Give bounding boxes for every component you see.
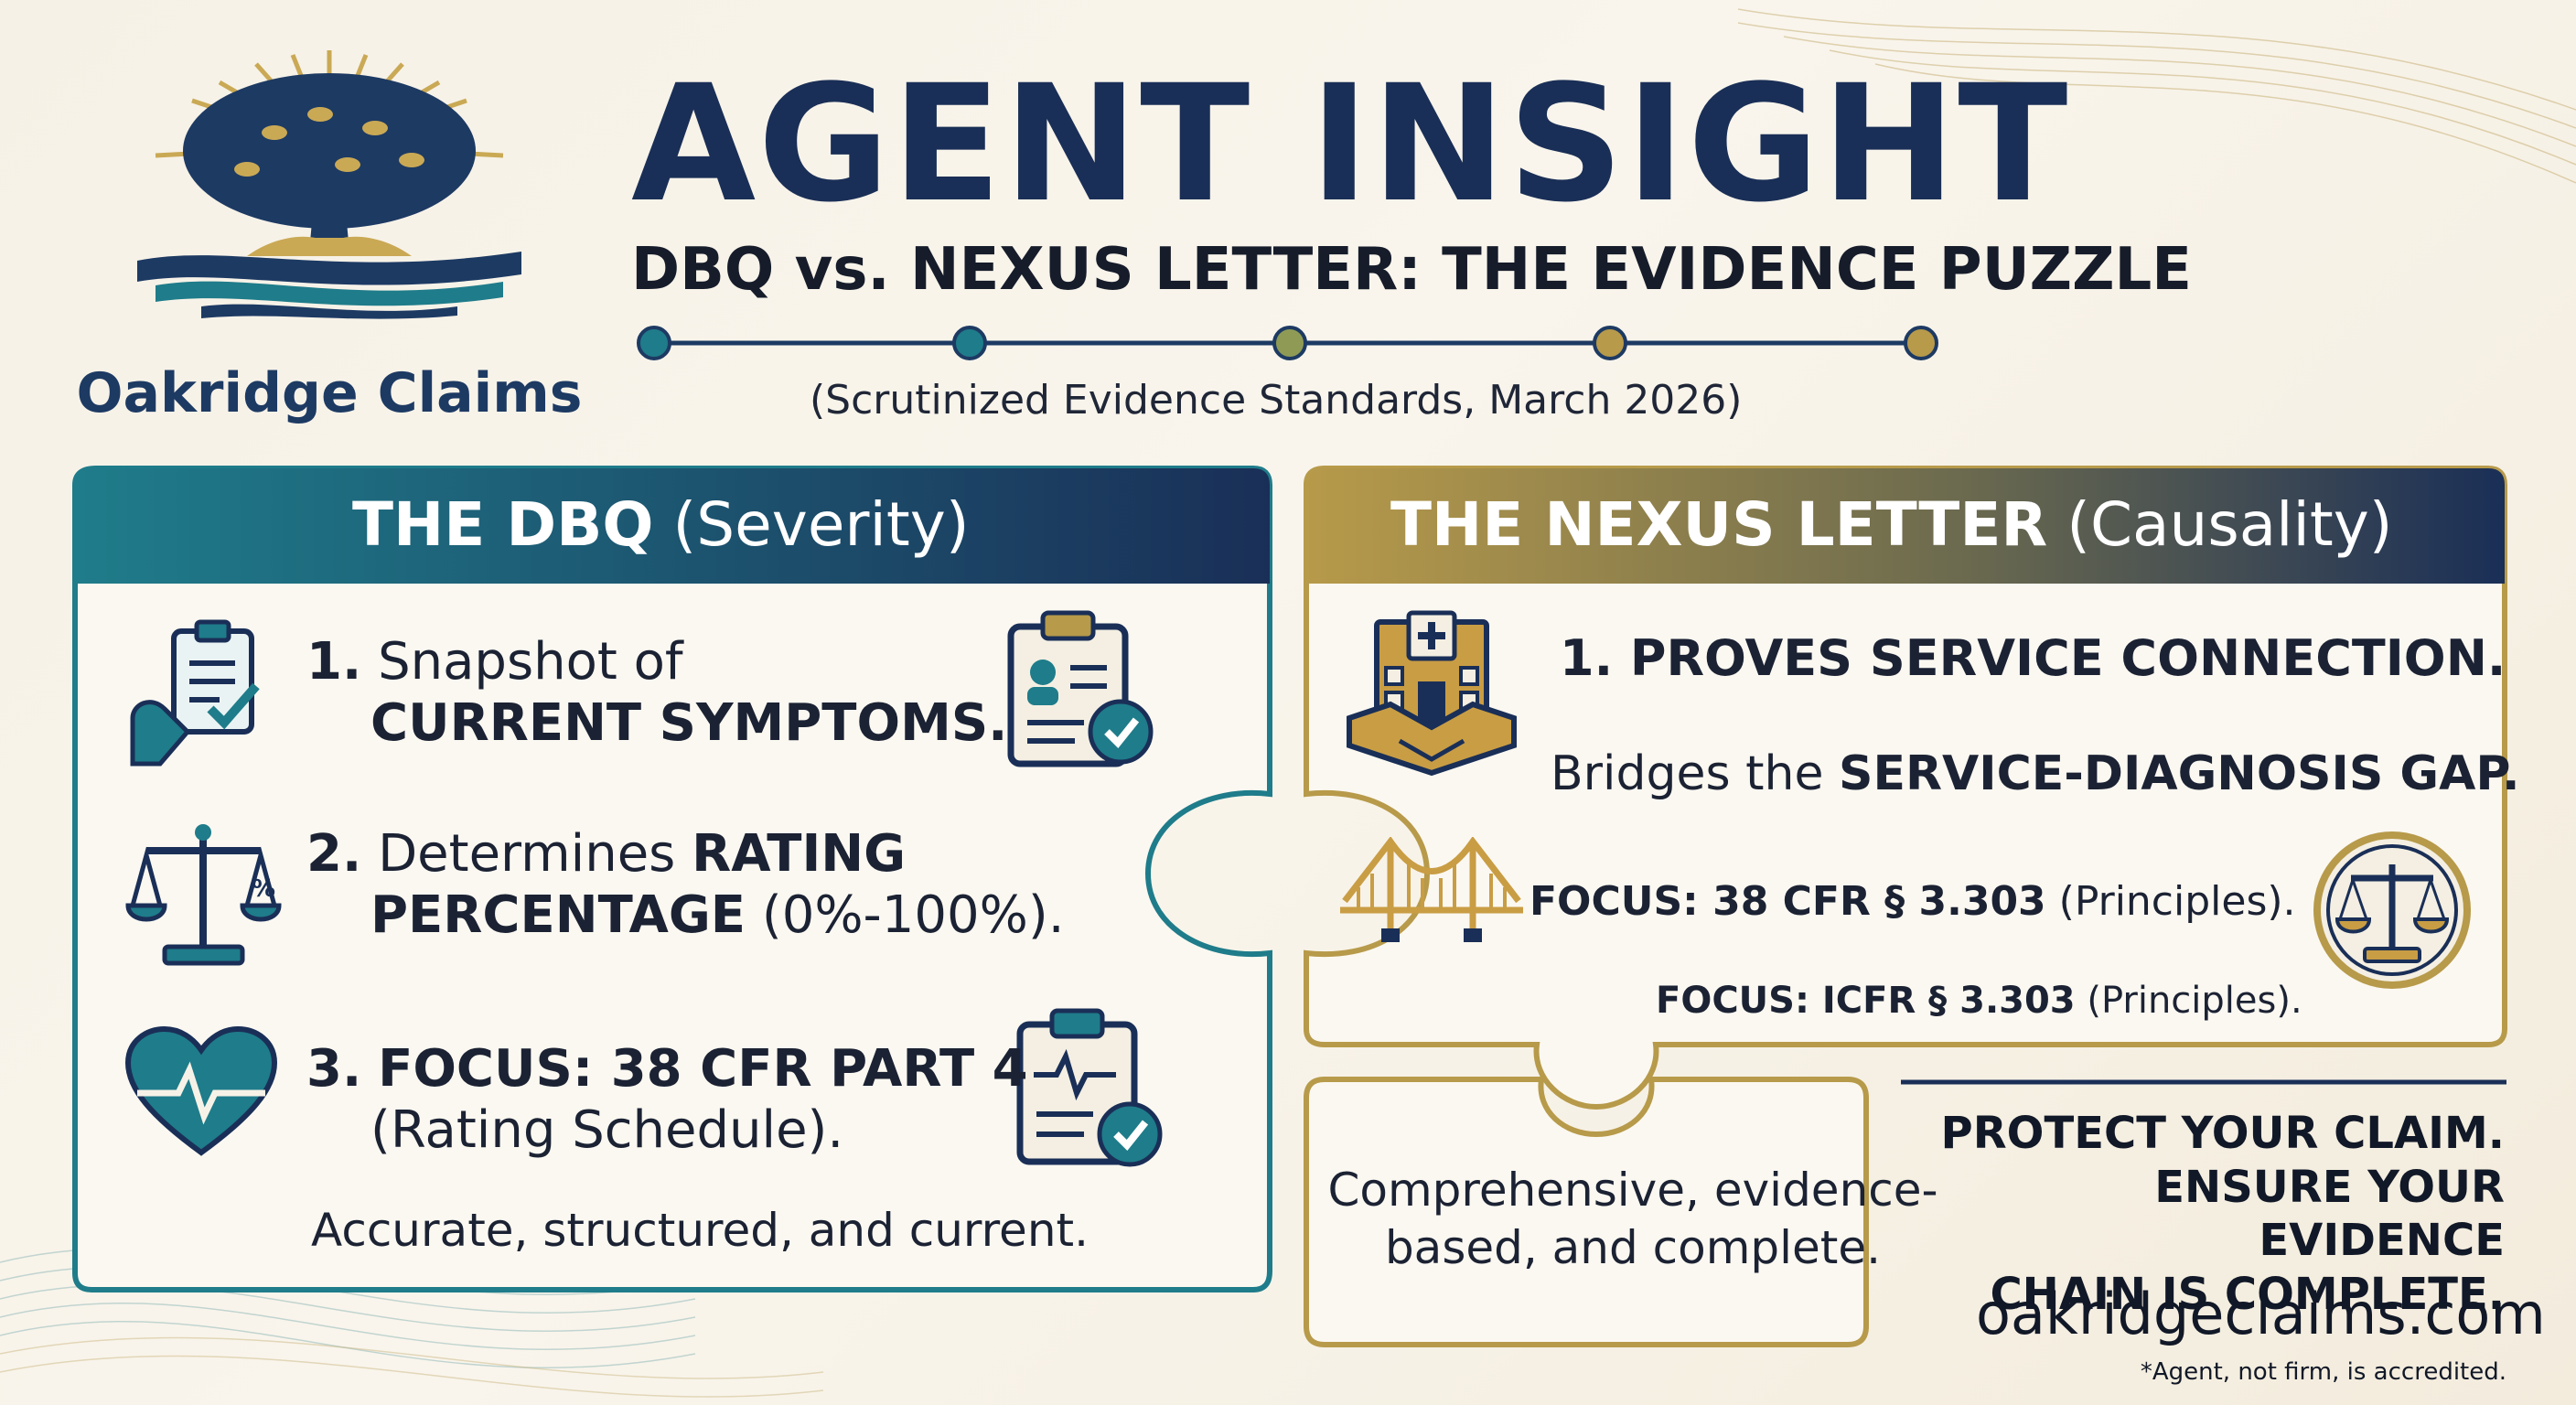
website-link[interactable]: oakridgeclaims.com xyxy=(1976,1281,2546,1347)
disclaimer: *Agent, not firm, is accredited. xyxy=(2140,1358,2506,1386)
scales-icon: % xyxy=(125,824,282,966)
cta-block: PROTECT YOUR CLAIM. ENSURE YOUR EVIDENCE… xyxy=(1901,1107,2505,1321)
cta-line-3: CHAIN IS COMPLETE. xyxy=(1990,1268,2505,1320)
dbq-summary: Accurate, structured, and current. xyxy=(311,1204,1089,1257)
nexus-item-1: 1. PROVES SERVICE CONNECTION. xyxy=(1560,629,2506,687)
clipboard-chart-icon xyxy=(1016,1008,1163,1167)
heartbeat-icon xyxy=(124,1025,278,1156)
date-note: (Scrutinized Evidence Standards, March 2… xyxy=(810,377,1743,424)
nexus-note-panel xyxy=(1304,1077,1869,1347)
dbq-item-1: 1. Snapshot of CURRENT SYMPTOMS. xyxy=(306,632,1008,754)
page-title: AGENT INSIGHT xyxy=(631,50,2070,238)
oakridge-tree-logo xyxy=(137,50,521,319)
dbq-item-2: 2. Determines RATING PERCENTAGE (0%-100%… xyxy=(306,824,1065,946)
cta-line-1: PROTECT YOUR CLAIM. xyxy=(1940,1108,2505,1159)
timeline-dots xyxy=(637,326,1938,360)
nexus-focus-1: FOCUS: 38 CFR § 3.303 (Principles). xyxy=(1530,878,2296,925)
clipboard-check-icon xyxy=(1007,610,1154,767)
brand-name: Oakridge Claims xyxy=(76,361,583,425)
nexus-bridges-text: Bridges the SERVICE-DIAGNOSIS GAP. xyxy=(1551,746,2520,801)
hospital-handshake-icon xyxy=(1347,610,1517,777)
page-subtitle: DBQ vs. NEXUS LETTER: THE EVIDENCE PUZZL… xyxy=(631,236,2192,304)
dbq-item-3: 3. FOCUS: 38 CFR PART 4 (Rating Schedule… xyxy=(306,1039,1028,1161)
dbq-panel xyxy=(72,466,1272,1292)
bridge-icon xyxy=(1340,837,1523,942)
nexus-header: THE NEXUS LETTER (Causality) xyxy=(1390,489,2393,560)
dbq-header: THE DBQ (Severity) xyxy=(352,489,970,560)
clipboard-hand-icon xyxy=(130,619,260,767)
nexus-note: Comprehensive, evidence-based, and compl… xyxy=(1327,1164,1938,1274)
svg-text:%: % xyxy=(252,875,275,903)
cta-line-2: ENSURE YOUR EVIDENCE xyxy=(2154,1161,2505,1267)
scales-badge-icon xyxy=(2313,831,2471,989)
nexus-focus-2: FOCUS: ICFR § 3.303 (Principles). xyxy=(1656,980,2302,1022)
nexus-panel xyxy=(1304,466,2507,1110)
